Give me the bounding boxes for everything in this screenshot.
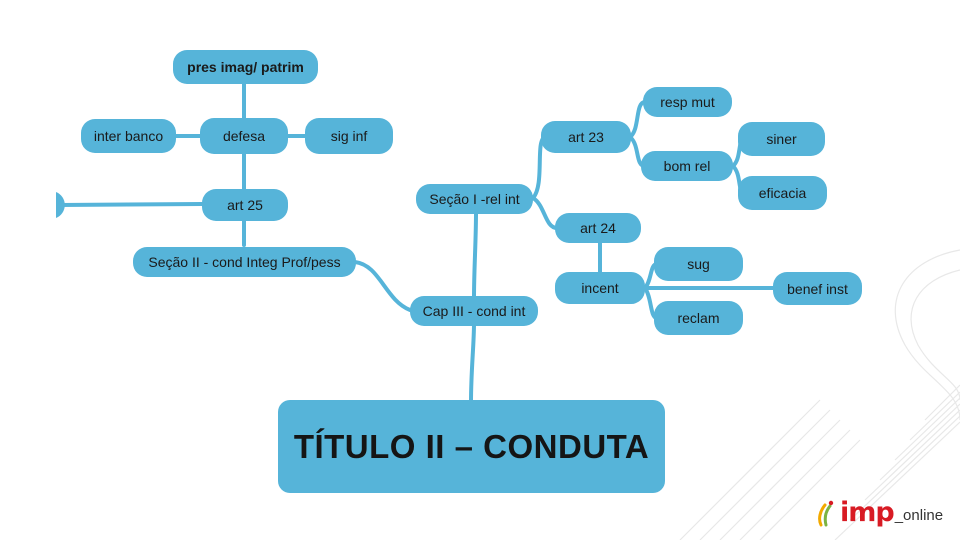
node-reclam[interactable]: reclam — [654, 301, 743, 335]
node-incent[interactable]: incent — [555, 272, 645, 304]
node-art-25[interactable]: art 25 — [202, 189, 288, 221]
node-eficacia[interactable]: eficacia — [738, 176, 827, 210]
logo-suffix: _online — [894, 507, 944, 524]
imp-logo-icon — [818, 500, 834, 527]
link-art23-resp-mut — [628, 100, 647, 139]
node-inter-banco[interactable]: inter banco — [81, 119, 176, 153]
node-art-24[interactable]: art 24 — [555, 213, 641, 243]
node-pres-imag[interactable]: pres imag/ patrim — [173, 50, 318, 84]
node-cap-iii[interactable]: Cap III - cond int — [410, 296, 538, 326]
offpage-node-edge — [56, 192, 65, 218]
node-art-23[interactable]: art 23 — [541, 121, 631, 153]
logo-brand: imp — [840, 497, 895, 528]
link-cap3-secao2 — [353, 260, 412, 312]
node-benef-inst[interactable]: benef inst — [773, 272, 862, 305]
link-cap3-secao1 — [472, 211, 478, 299]
node-sig-inf[interactable]: sig inf — [305, 118, 393, 154]
node-resp-mut[interactable]: resp mut — [643, 87, 732, 117]
link-secao1-art24 — [531, 196, 559, 230]
node-secao-ii[interactable]: Seção II - cond Integ Prof/pess — [133, 247, 356, 277]
node-secao-i[interactable]: Seção I -rel int — [416, 184, 533, 214]
root-node[interactable]: TÍTULO II – CONDUTA — [278, 400, 665, 493]
link-art25-offpage — [58, 202, 204, 207]
node-bom-rel[interactable]: bom rel — [641, 151, 733, 181]
node-defesa[interactable]: defesa — [200, 118, 288, 154]
link-root-cap3 — [469, 321, 476, 404]
node-siner[interactable]: siner — [738, 122, 825, 156]
node-sug[interactable]: sug — [654, 247, 743, 281]
imp-online-logo: imp _online — [818, 493, 943, 527]
